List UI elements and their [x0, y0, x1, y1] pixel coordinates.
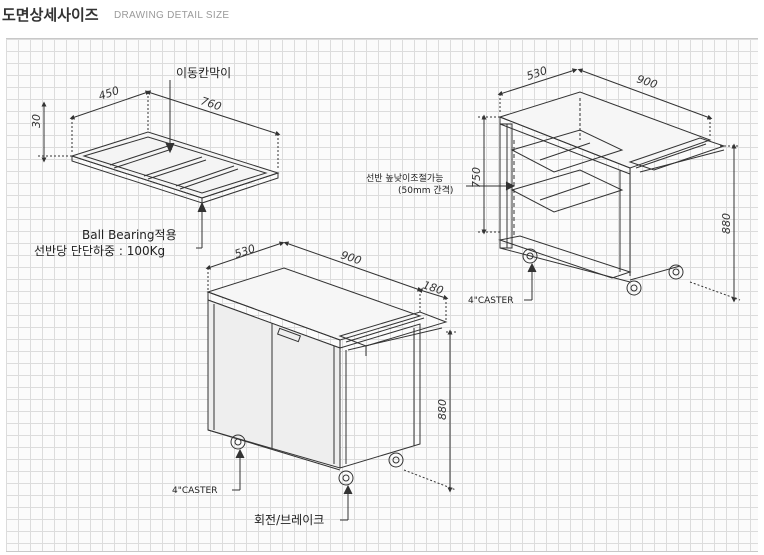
- open-cart-height-dim: 880: [720, 213, 733, 234]
- open-cart-caster-label: 4"CASTER: [468, 296, 513, 306]
- page-header: 도면상세사이즈 DRAWING DETAIL SIZE: [0, 0, 764, 38]
- shelf-width-dim: 760: [199, 94, 223, 113]
- closed-cart-caster-label: 4"CASTER: [172, 486, 217, 496]
- open-cart-width-dim: 900: [635, 72, 659, 91]
- page-title: 도면상세사이즈: [2, 6, 99, 24]
- closed-cart-drawing: [205, 241, 457, 521]
- shelf-height-dim: 30: [30, 114, 43, 128]
- shelf-adjust-interval: (50mm 간격): [398, 184, 453, 196]
- closed-cart-depth-dim: 530: [233, 242, 257, 261]
- closed-cart-height-dim: 880: [436, 399, 449, 420]
- shelf-adjust-note: 선반 높낮이조절가능: [366, 172, 443, 184]
- page-subtitle: DRAWING DETAIL SIZE: [114, 10, 230, 21]
- shelf-frame-drawing: [38, 80, 281, 249]
- divider-label: 이동칸막이: [176, 66, 231, 80]
- shelf-load-note: 선반당 단단하중 : 100Kg: [34, 244, 165, 258]
- open-cart-pitch-dim: 750: [470, 167, 483, 188]
- ball-bearing-note: Ball Bearing적용: [82, 228, 177, 242]
- closed-cart-width-dim: 900: [339, 248, 363, 267]
- shelf-depth-dim: 450: [97, 84, 121, 103]
- closed-cart-handle-dim: 180: [421, 278, 445, 297]
- open-cart-depth-dim: 530: [525, 64, 549, 83]
- swivel-brake-label: 회전/브레이크: [254, 513, 324, 527]
- open-cart-drawing: [466, 68, 741, 303]
